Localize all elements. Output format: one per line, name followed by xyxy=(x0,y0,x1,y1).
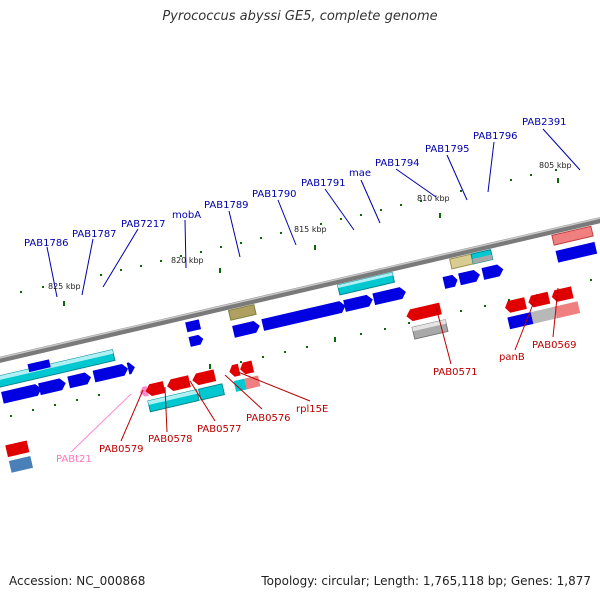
label-pab1794[interactable]: PAB1794 xyxy=(375,158,420,169)
feature-pab2391-red[interactable] xyxy=(551,225,594,246)
genome-stats: Topology: circular; Length: 1,765,118 bp… xyxy=(261,574,591,588)
label-moba[interactable]: mobA xyxy=(172,210,201,221)
scale-label-810: 810 kbp xyxy=(417,194,450,203)
feature-rna-lower-2[interactable] xyxy=(197,383,226,401)
accession-text: Accession: NC_000868 xyxy=(9,574,146,588)
forward-labels xyxy=(46,128,581,298)
label-pabt21[interactable]: PABt21 xyxy=(56,454,92,465)
label-pab1787[interactable]: PAB1787 xyxy=(72,229,117,240)
feature-panb-blue[interactable] xyxy=(507,312,534,330)
feature-pab0578[interactable] xyxy=(166,375,191,392)
scale-ticks xyxy=(10,169,592,417)
map-title: Pyrococcus abyssi GE5, complete genome xyxy=(162,9,438,24)
label-pab0571[interactable]: PAB0571 xyxy=(433,367,478,378)
feature-panb-gray[interactable] xyxy=(530,306,557,324)
label-pab2391[interactable]: PAB2391 xyxy=(522,117,567,128)
forward-features xyxy=(0,225,598,473)
feature-panb-2[interactable] xyxy=(527,291,551,308)
label-pab1791[interactable]: PAB1791 xyxy=(301,178,346,189)
label-pab7217[interactable]: PAB7217 xyxy=(121,219,166,230)
label-pab0576[interactable]: PAB0576 xyxy=(246,413,291,424)
reverse-labels xyxy=(70,287,559,453)
feature-panb-1[interactable] xyxy=(504,297,527,313)
scale-label-805: 805 kbp xyxy=(539,161,572,170)
label-pab1789[interactable]: PAB1789 xyxy=(204,200,249,211)
feature-pab1796[interactable] xyxy=(481,263,504,280)
feature-ptrna[interactable] xyxy=(139,385,149,398)
feature-pab0579[interactable] xyxy=(144,381,166,397)
label-panb[interactable]: panB xyxy=(499,352,525,363)
label-pab1790[interactable]: PAB1790 xyxy=(252,189,297,200)
feature-pab0569[interactable] xyxy=(550,286,574,302)
label-pab0578[interactable]: PAB0578 xyxy=(148,434,193,445)
feature-pab1794[interactable] xyxy=(442,274,459,289)
label-rpl15e[interactable]: rpl15E xyxy=(296,404,328,415)
label-pab0577[interactable]: PAB0577 xyxy=(197,424,242,435)
feature-pab0571[interactable] xyxy=(405,302,442,323)
label-pab0569[interactable]: PAB0569 xyxy=(532,340,577,351)
feature-arrow-2[interactable] xyxy=(38,377,67,396)
scale-label-815: 815 kbp xyxy=(294,225,327,234)
feature-moba[interactable] xyxy=(185,319,202,333)
feature-pab2391[interactable] xyxy=(555,241,598,263)
feature-arrow-3[interactable] xyxy=(67,371,92,389)
feature-pab0577[interactable] xyxy=(191,369,217,386)
feature-pab7217[interactable] xyxy=(126,361,137,375)
feature-pab1787[interactable] xyxy=(27,359,51,373)
feature-mae[interactable] xyxy=(372,286,407,306)
label-pab1796[interactable]: PAB1796 xyxy=(473,131,518,142)
label-pab1786[interactable]: PAB1786 xyxy=(24,238,69,249)
feature-pab1790[interactable] xyxy=(261,300,347,331)
feature-pab0569-light[interactable] xyxy=(554,301,581,319)
feature-arrow-4[interactable] xyxy=(92,363,130,383)
feature-pab1795[interactable] xyxy=(458,269,481,286)
feature-edge-red[interactable] xyxy=(5,440,30,458)
feature-rpl15e-rna[interactable] xyxy=(233,378,247,392)
feature-pab1786-arrow[interactable] xyxy=(1,383,43,404)
feature-pab1789[interactable] xyxy=(232,320,261,338)
label-mae[interactable]: mae xyxy=(349,168,371,179)
feature-pab0576[interactable] xyxy=(228,363,241,378)
feature-moba-arrow[interactable] xyxy=(188,334,205,347)
label-pab0579[interactable]: PAB0579 xyxy=(99,444,144,455)
feature-pab1791[interactable] xyxy=(343,294,374,312)
feature-pab1789-pseudo[interactable] xyxy=(227,303,257,321)
scale-label-825: 825 kbp xyxy=(48,282,81,291)
feature-rpl15e[interactable] xyxy=(239,360,255,376)
label-pab1795[interactable]: PAB1795 xyxy=(425,144,470,155)
genome-backbone xyxy=(0,217,600,363)
scale-label-820: 820 kbp xyxy=(171,256,204,265)
feature-edge-steel[interactable] xyxy=(8,456,34,473)
